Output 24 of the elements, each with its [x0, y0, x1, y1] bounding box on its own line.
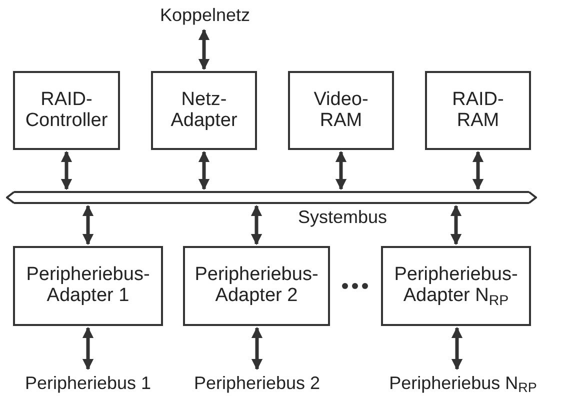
component-box: RAID- RAM [425, 71, 531, 150]
double-arrow [82, 326, 94, 370]
bus-name: Peripheriebus 2 [187, 371, 327, 397]
bus-name: Koppelnetz [150, 4, 260, 28]
double-arrow [251, 326, 263, 370]
bus-label: Systembus [298, 208, 388, 226]
double-arrow [198, 28, 210, 70]
double-arrow [451, 326, 463, 370]
double-arrow [250, 204, 262, 246]
double-arrow [82, 204, 94, 246]
component-box: Peripheriebus- Adapter 2 [183, 246, 330, 326]
component-box: Peripheriebus- Adapter 1 [13, 246, 163, 326]
double-arrow [472, 150, 484, 190]
bus-name: Peripheriebus 1 [18, 371, 158, 397]
double-arrow [198, 150, 210, 190]
component-box: RAID- Controller [13, 71, 120, 150]
component-box: Netz- Adapter [151, 71, 257, 150]
component-box: Peripheriebus- Adapter N$_{RP}$ [381, 246, 531, 326]
system-bus [6, 191, 537, 204]
bus-name: Peripheriebus N$_{RP}$ [383, 371, 543, 397]
double-arrow [450, 204, 462, 246]
double-arrow [60, 150, 72, 190]
double-arrow [335, 150, 347, 190]
component-box: Video- RAM [288, 71, 394, 150]
